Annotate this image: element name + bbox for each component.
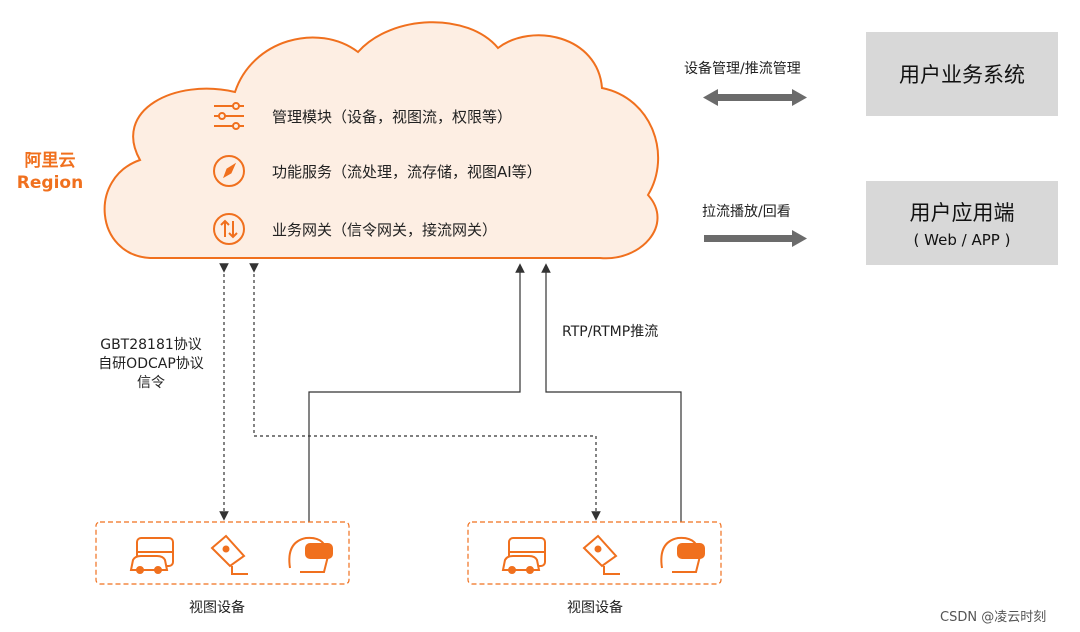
device-group-2 (467, 521, 722, 585)
signal-protocol-line1: GBT28181协议 (100, 337, 202, 353)
cloud-item-gateway: 业务网关（信令网关，接流网关） (272, 221, 498, 239)
push-stream-label: RTP/RTMP推流 (562, 324, 659, 340)
user-business-system-box: 用户业务系统 (866, 32, 1058, 116)
device-group-1 (95, 521, 350, 585)
user-app-box: 用户应用端 ( Web / APP ) (866, 181, 1058, 265)
user-app-subtitle: ( Web / APP ) (913, 231, 1011, 249)
arrow-pull-stream (704, 230, 807, 247)
vehicle-icon (129, 537, 174, 574)
arrow-label-management: 设备管理/推流管理 (684, 61, 801, 77)
signal-protocol-line2: 自研ODCAP协议 (98, 356, 204, 372)
double-arrow-management (703, 89, 807, 106)
signal-protocol-label: GBT28181协议 自研ODCAP协议 信令 (86, 336, 216, 393)
exchange-icon (213, 213, 245, 245)
vr-headset-icon (288, 536, 333, 573)
sliders-icon (214, 102, 244, 130)
cloud-item-management: 管理模块（设备，视图流，权限等） (272, 108, 513, 126)
cloud-shape (103, 21, 660, 260)
camera-icon (582, 534, 620, 575)
push-line-group2 (541, 263, 682, 522)
user-app-title: 用户应用端 (909, 201, 1015, 225)
arrow-label-pull-stream: 拉流播放/回看 (702, 204, 791, 220)
push-line-group1 (308, 263, 525, 522)
signal-protocol-line3: 信令 (137, 375, 165, 391)
region-label-line2: Region (16, 173, 84, 193)
camera-icon (210, 534, 248, 575)
vehicle-icon (501, 537, 546, 574)
compass-icon (213, 155, 245, 187)
user-business-system-title: 用户业务系统 (899, 63, 1025, 87)
device-group-2-label: 视图设备 (567, 600, 623, 616)
vr-headset-icon (660, 536, 705, 573)
device-group-1-label: 视图设备 (189, 600, 245, 616)
signal-line-group2 (249, 263, 601, 521)
region-label: 阿里云 Region (10, 150, 90, 194)
cloud-item-services: 功能服务（流处理，流存储，视图AI等） (272, 163, 542, 181)
watermark: CSDN @凌云时刻 (940, 610, 1047, 625)
region-label-line1: 阿里云 (24, 151, 76, 171)
